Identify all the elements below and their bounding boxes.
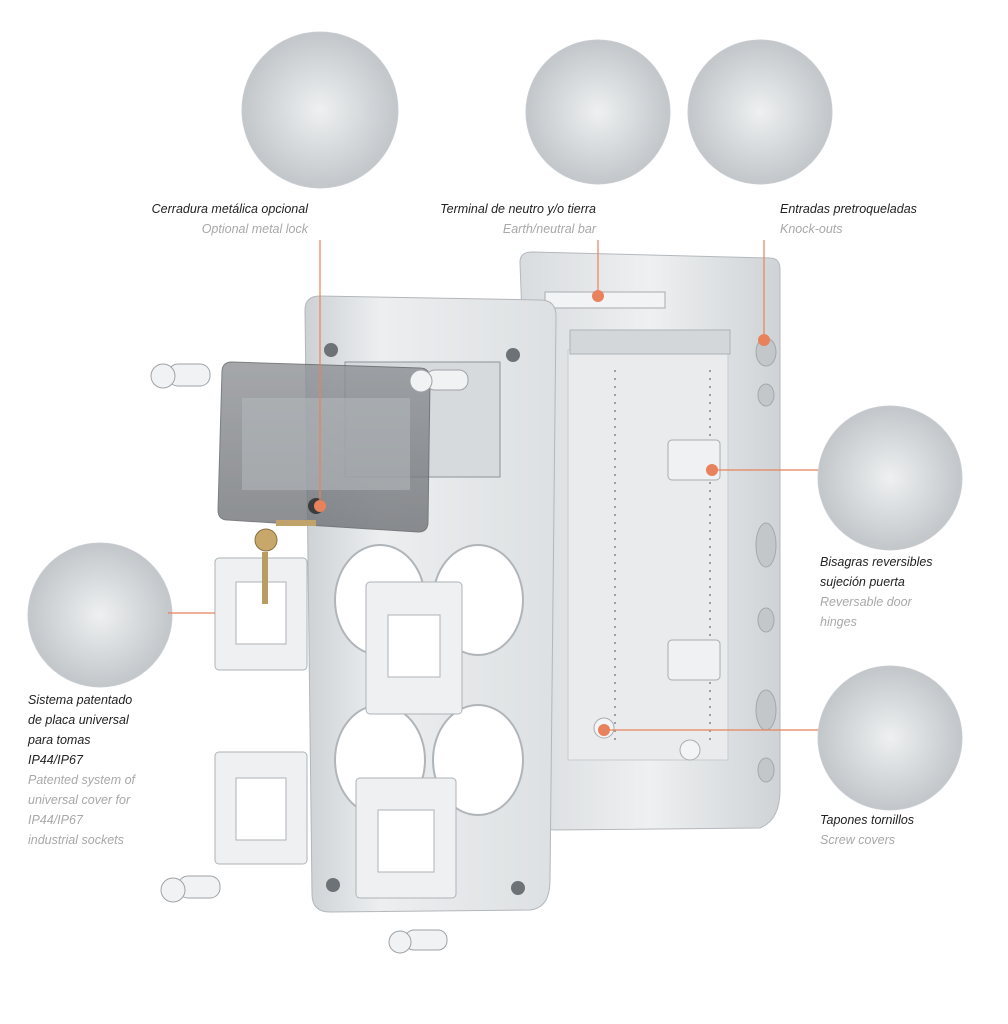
callout-plate-en-3: IP44/IP67 [28,813,83,827]
callout-plate-es-4: IP44/IP67 [28,753,83,767]
callout-plate-en-1: Patented system of [28,773,136,787]
callout-hinges-en-1: Reversable door [820,595,912,609]
callout-plate-es-3: para tomas [28,733,91,747]
callout-screws: Tapones tornillos Screw covers [820,810,1000,850]
callout-plate: Sistema patentado de placa universal par… [28,690,208,850]
callout-hinges-es-2: sujeción puerta [820,575,905,589]
detail-hinges [817,405,963,551]
key-icon [254,520,316,604]
detail-circles [27,31,963,811]
callout-screws-es: Tapones tornillos [820,813,915,827]
callout-terminal-en: Earth/neutral bar [502,222,596,236]
detail-knockouts [687,39,833,185]
callout-knockouts-en: Knock-outs [780,222,843,236]
detail-screw-covers [817,665,963,811]
callout-lock-es: Cerradura metálica opcional [151,202,308,216]
transparent-door [217,361,431,533]
callout-terminal: Terminal de neutro y/o tierra Earth/neut… [400,199,596,239]
leader-lines [168,240,818,731]
callout-terminal-es: Terminal de neutro y/o tierra [440,202,596,216]
callout-knockouts-es: Entradas pretroqueladas [780,202,917,216]
callout-hinges-es-1: Bisagras reversibles [820,555,933,569]
callout-hinges-en-2: hinges [820,615,857,629]
callout-knockouts: Entradas pretroqueladas Knock-outs [780,199,980,239]
detail-plate [27,542,173,688]
callout-plate-en-4: industrial sockets [28,833,124,847]
leader-dots [314,290,770,736]
detail-lock [241,31,399,189]
detail-terminal [525,39,671,185]
enclosure-base [519,251,781,831]
callout-plate-es-1: Sistema patentado [28,693,133,707]
callout-lock-en: Optional metal lock [201,222,308,236]
callout-screws-en: Screw covers [820,833,896,847]
callout-lock: Cerradura metálica opcional Optional met… [100,199,308,239]
callout-hinges: Bisagras reversibles sujeción puerta Rev… [820,552,1000,632]
callout-plate-en-2: universal cover for [28,793,131,807]
universal-plates [214,557,463,899]
screws [150,363,469,954]
callout-plate-es-2: de placa universal [28,713,129,727]
